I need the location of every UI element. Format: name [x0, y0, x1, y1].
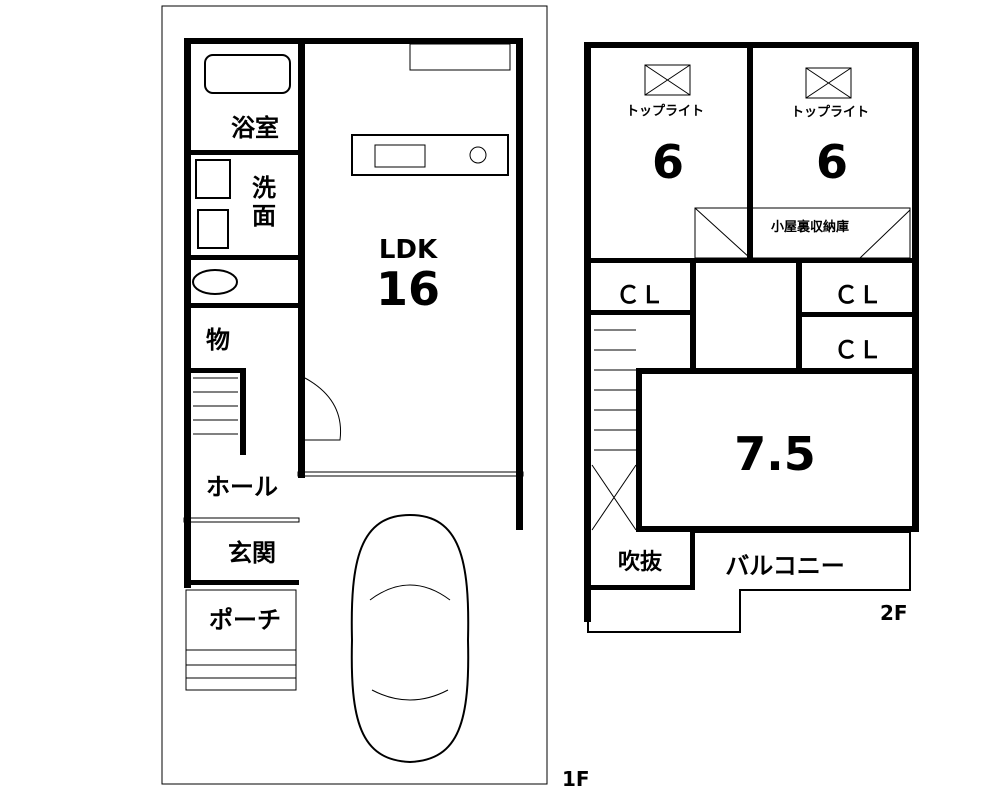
floor-1: 浴室 洗 面 物 ホール 玄関 ポーチ LDK 16 1F — [161, 5, 590, 791]
room-label-balcony: バルコニー — [725, 552, 845, 580]
room-label-bath: 浴室 — [231, 114, 279, 142]
skylight-label-right: トップライト — [791, 105, 869, 120]
kitchen-counter — [351, 134, 509, 176]
wall — [912, 42, 919, 532]
wall — [802, 312, 919, 317]
skylight-cross — [644, 64, 691, 96]
wall — [184, 255, 299, 260]
wall — [516, 38, 523, 530]
wall — [584, 585, 694, 590]
attic-storage-hatch — [694, 207, 911, 259]
balcony-outline — [587, 531, 911, 633]
stairs — [594, 329, 636, 451]
skylight-icon — [805, 67, 852, 99]
wall — [747, 42, 753, 262]
room-label-closet-left: ＣＬ — [616, 281, 664, 309]
door-icon — [304, 377, 342, 441]
wall — [297, 471, 524, 477]
skylight-label-left: トップライト — [626, 104, 704, 119]
wall — [184, 303, 299, 308]
stairs — [193, 377, 238, 435]
floor-label-2f: 2F — [880, 601, 908, 625]
wall — [298, 38, 305, 478]
wall — [240, 368, 246, 455]
wall — [184, 150, 299, 155]
porch-area — [185, 589, 297, 691]
wall — [184, 580, 299, 585]
wall — [184, 38, 304, 44]
car-windows — [369, 584, 451, 701]
wall — [584, 310, 694, 315]
room-size-bedroom-right: 6 — [816, 135, 848, 189]
room-label-void: 吹抜 — [618, 549, 663, 575]
wall — [796, 258, 802, 370]
room-label-ldk: LDK — [379, 235, 438, 265]
room-label-closet-right-lower: ＣＬ — [834, 336, 882, 364]
void-cross — [591, 464, 637, 531]
wall — [690, 530, 695, 590]
wall — [584, 258, 919, 263]
toilet-icon — [192, 269, 238, 295]
room-size-bedroom-left: 6 — [652, 135, 684, 189]
bathtub-icon — [204, 54, 291, 94]
skylight-icon — [644, 64, 691, 96]
wall — [690, 258, 696, 368]
room-label-porch: ポーチ — [209, 606, 281, 634]
wall — [584, 42, 591, 622]
floor-label-1f: 1F — [562, 767, 590, 791]
washing-machine-icon — [197, 209, 229, 249]
skylight-cross — [805, 67, 852, 99]
washbasin-icon — [195, 159, 231, 199]
site-boundary — [161, 5, 548, 785]
room-label-entrance: 玄関 — [228, 539, 276, 567]
porch-steps — [186, 649, 296, 679]
sink-icon — [374, 144, 426, 168]
wall — [184, 368, 246, 373]
room-label-hall: ホール — [206, 473, 278, 501]
floor-2: トップライト トップライト 6 6 小屋裏収納庫 ＣＬ ＣＬ ＣＬ 7.5 吹抜… — [584, 42, 919, 633]
wall — [636, 526, 919, 532]
room-size-ldk: 16 — [376, 262, 440, 316]
attic-diagonal — [694, 207, 911, 259]
wall — [636, 368, 642, 530]
stove-icon — [469, 146, 487, 164]
kitchen-hood — [409, 43, 511, 71]
room-size-main-bedroom: 7.5 — [734, 427, 816, 481]
room-label-washroom-1: 洗 — [252, 174, 276, 202]
room-label-attic-storage: 小屋裏収納庫 — [771, 219, 849, 235]
car-icon — [350, 513, 470, 764]
room-label-storage: 物 — [206, 326, 230, 354]
room-label-closet-right-upper: ＣＬ — [834, 281, 882, 309]
wall — [183, 517, 300, 523]
wall — [298, 38, 523, 44]
room-label-washroom-2: 面 — [252, 202, 276, 230]
wall — [184, 38, 191, 588]
wall — [636, 368, 919, 374]
